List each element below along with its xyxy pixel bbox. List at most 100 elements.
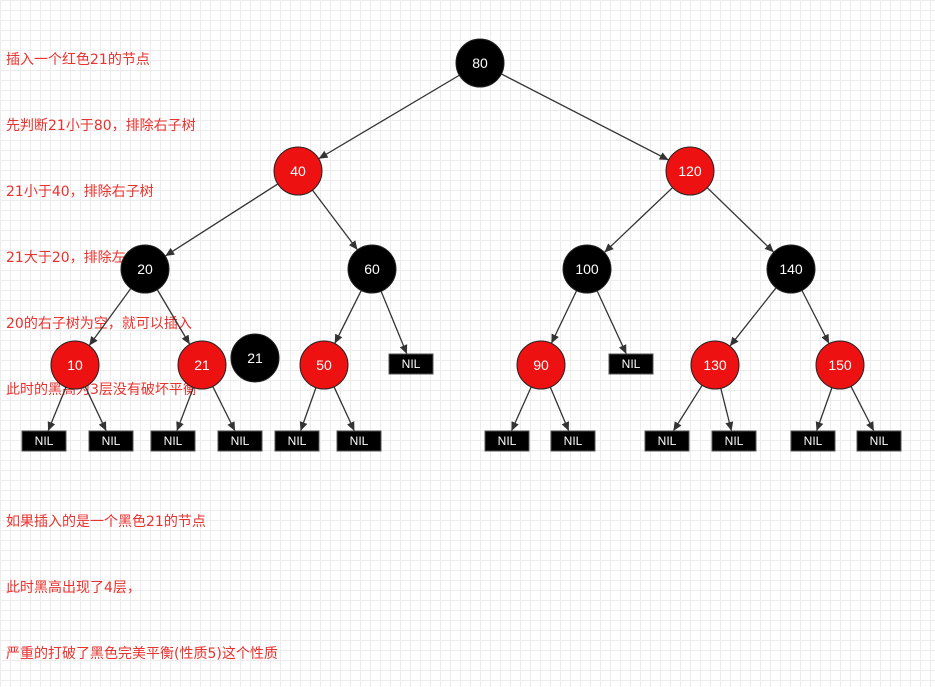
nil-label: NIL [288, 434, 307, 448]
black-node-100: 100 [562, 244, 612, 294]
nil-leaf: NIL [21, 430, 67, 452]
tree-edge [549, 386, 570, 432]
black-node-140: 140 [766, 244, 816, 294]
note-line: 先判断21小于80，排除右子树 [6, 118, 196, 134]
tree-edge [550, 290, 578, 344]
nil-leaf: NIL [608, 353, 654, 375]
tree-edge [334, 290, 362, 344]
note-line: 此时的黑高为3层没有破坏平衡 [6, 382, 197, 398]
black-node-60: 60 [347, 244, 397, 294]
note-line: 此时黑高出现了4层， [6, 580, 141, 596]
tree-edge [596, 290, 627, 355]
tree-edge [603, 187, 674, 253]
nil-label: NIL [350, 434, 369, 448]
tree-edge [380, 290, 408, 355]
nil-leaf: NIL [336, 430, 382, 452]
node-label: 40 [290, 163, 306, 179]
nil-leaf: NIL [217, 430, 263, 452]
red-node-130: 130 [690, 340, 740, 390]
nil-box [790, 430, 836, 452]
node-circle [347, 244, 397, 294]
nil-label: NIL [231, 434, 250, 448]
nil-label: NIL [725, 434, 744, 448]
note-line: 插入一个红色21的节点 [6, 52, 150, 68]
node-circle [665, 146, 715, 196]
node-label: 20 [137, 261, 153, 277]
nil-label: NIL [164, 434, 183, 448]
red-node-120: 120 [665, 146, 715, 196]
tree-edge [212, 386, 236, 432]
node-label: 150 [828, 357, 852, 373]
tree-edge [299, 387, 317, 432]
nil-label: NIL [498, 434, 517, 448]
node-label: 21 [247, 350, 263, 366]
node-circle [766, 244, 816, 294]
detached-black-node-21: 21 [230, 333, 280, 383]
node-circle [50, 340, 100, 390]
node-label: 21 [194, 357, 210, 373]
nil-box [484, 430, 530, 452]
nil-label: NIL [564, 434, 583, 448]
tree-edge [850, 386, 875, 432]
nil-label: NIL [658, 434, 677, 448]
node-circle [273, 146, 323, 196]
nil-box [711, 430, 757, 452]
tree-edge [176, 387, 195, 432]
nil-leaf: NIL [484, 430, 530, 452]
node-circle [299, 340, 349, 390]
nil-box [336, 430, 382, 452]
tree-edge [156, 289, 191, 345]
nil-box [88, 430, 134, 452]
nil-label: NIL [804, 434, 823, 448]
node-circle [177, 340, 227, 390]
nil-box [21, 430, 67, 452]
node-label: 80 [472, 55, 488, 71]
note-line: 严重的打破了黑色完美平衡(性质5)这个性质 [6, 646, 278, 662]
node-label: 60 [364, 261, 380, 277]
tree-edge [333, 386, 355, 432]
node-circle [120, 244, 170, 294]
tree-edge [706, 187, 775, 253]
nil-label: NIL [870, 434, 889, 448]
note-line: 21小于40，排除右子树 [6, 184, 154, 200]
red-node-21: 21 [177, 340, 227, 390]
node-label: 120 [678, 163, 702, 179]
nil-box [217, 430, 263, 452]
node-circle [455, 38, 505, 88]
node-circle [815, 340, 865, 390]
note-line: 如果插入的是一个黑色21的节点 [6, 514, 206, 530]
note-line: 21大于20，排除左子树 [6, 250, 154, 266]
nil-leaf: NIL [711, 430, 757, 452]
red-node-50: 50 [299, 340, 349, 390]
nil-box [388, 353, 434, 375]
node-label: 130 [703, 357, 727, 373]
node-circle [516, 340, 566, 390]
nil-label: NIL [402, 357, 421, 371]
nil-box [608, 353, 654, 375]
tree-edge [318, 74, 460, 160]
nil-leaf: NIL [644, 430, 690, 452]
red-node-10: 10 [50, 340, 100, 390]
tree-edge [164, 183, 279, 257]
nil-box [644, 430, 690, 452]
tree-edge [801, 290, 830, 344]
nil-leaf: NIL [88, 430, 134, 452]
nil-leaf: NIL [790, 430, 836, 452]
node-label: 90 [533, 357, 549, 373]
red-node-40: 40 [273, 146, 323, 196]
node-label: 10 [67, 357, 83, 373]
tree-edge [311, 189, 359, 251]
tree-edge [510, 386, 532, 432]
nil-label: NIL [102, 434, 121, 448]
tree-edge [84, 386, 107, 432]
node-circle [690, 340, 740, 390]
nil-label: NIL [622, 357, 641, 371]
tree-edge [729, 287, 777, 347]
nil-leaf: NIL [550, 430, 596, 452]
nil-box [274, 430, 320, 452]
black-node-20: 20 [120, 244, 170, 294]
node-circle [230, 333, 280, 383]
note-line: 20的右子树为空，就可以插入 [6, 316, 192, 332]
